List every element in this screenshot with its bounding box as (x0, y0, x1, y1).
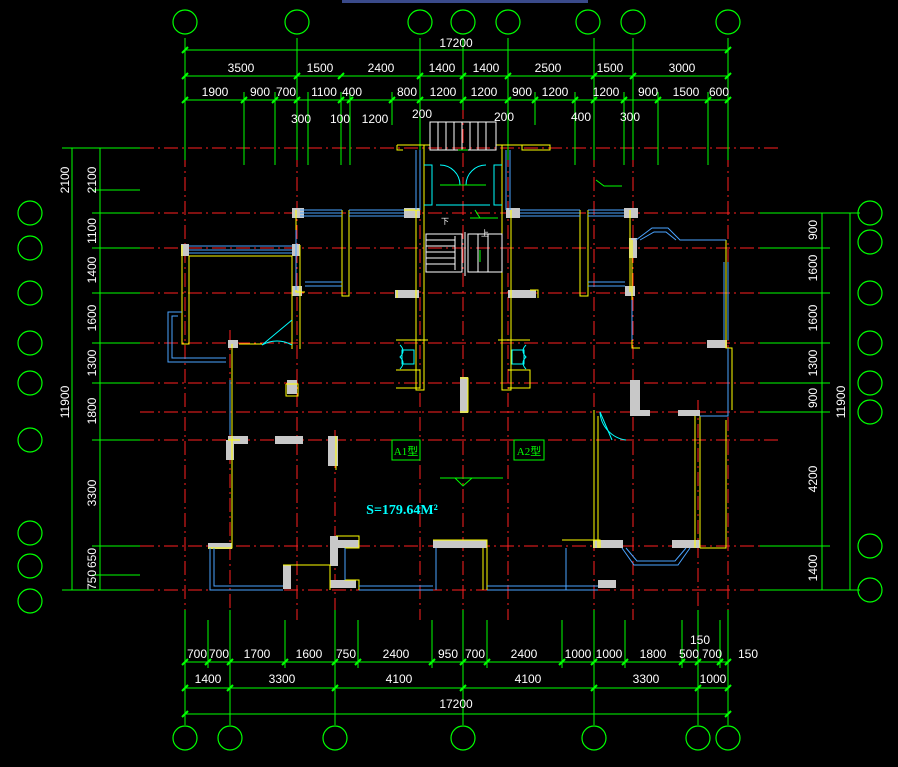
stair-core (261, 121, 627, 487)
bottom-dim-r2-13: 700 (702, 647, 722, 661)
bottom-dim-r2-1: 700 (209, 647, 229, 661)
top-dim-r1-5: 2500 (535, 61, 562, 75)
right-dim-3: 1300 (806, 349, 820, 376)
unit-a2-label: A2型 (517, 444, 541, 458)
top-dim-r2-8: 900 (512, 85, 532, 99)
left-dim-7: 3300 (85, 479, 99, 506)
bottom-dim-extra: 150 (690, 633, 710, 647)
top-dim-r2-11: 900 (638, 85, 658, 99)
stair-up-label: 上 (481, 229, 489, 238)
bottom-dim-r2-8: 2400 (511, 647, 538, 661)
bottom-dim-r1-2: 4100 (386, 672, 413, 686)
stair-down-label: 下 (441, 217, 449, 226)
left-dim-2: 1100 (85, 218, 99, 244)
left-dim-3: 1400 (85, 256, 99, 283)
windows (167, 150, 729, 591)
top-dim-r2-5: 800 (397, 85, 417, 99)
area-label: S=179.64M² (366, 503, 438, 518)
bottom-dim-r2-5: 2400 (383, 647, 410, 661)
right-dim-4: 900 (806, 388, 820, 408)
bottom-dim-r2-6: 950 (438, 647, 458, 661)
top-dim-r3-6: 300 (620, 110, 640, 124)
right-dim-1: 1600 (806, 254, 820, 281)
top-dim-r2-0: 1900 (202, 85, 229, 99)
top-dim-r1-6: 1500 (597, 61, 624, 75)
walls (181, 144, 733, 590)
bottom-dim-r2-12: 500 (679, 647, 699, 661)
bottom-dim-r1-0: 1400 (195, 672, 222, 686)
bottom-dim-r2-2: 1700 (244, 647, 271, 661)
bottom-dim-r2-4: 750 (336, 647, 356, 661)
bottom-dim-r2-11: 1800 (640, 647, 667, 661)
bottom-dimension-text: 150 700 700 1700 1600 750 2400 950 700 2… (187, 633, 758, 711)
right-dim-5: 4200 (806, 465, 820, 492)
right-dimension-text: 11900 900 1600 1600 1300 900 4200 1400 (806, 220, 848, 582)
top-dim-r1-1: 1500 (307, 61, 334, 75)
right-dim-6: 1400 (806, 554, 820, 581)
left-dim-9: 650 (85, 548, 99, 568)
left-dim-6: 1800 (85, 397, 99, 424)
top-dim-r3-4: 200 (494, 110, 514, 124)
bottom-dim-r2-7: 700 (465, 647, 485, 661)
left-dim-8: 750 (85, 570, 99, 590)
top-dim-r2-4: 400 (342, 85, 362, 99)
top-dim-r1-3: 1400 (429, 61, 456, 75)
top-dim-r1-7: 3000 (669, 61, 696, 75)
bottom-dim-r1-5: 1000 (700, 672, 727, 686)
top-dim-r2-13: 600 (709, 85, 729, 99)
top-dim-r1-2: 2400 (368, 61, 395, 75)
top-dim-r2-7: 1200 (471, 85, 498, 99)
bottom-dim-r2-10: 1000 (596, 647, 623, 661)
top-dim-r3-0: 300 (291, 112, 311, 126)
top-dim-r2-2: 700 (276, 85, 296, 99)
bottom-dim-r1-3: 4100 (515, 672, 542, 686)
left-dim-4: 1600 (85, 304, 99, 331)
top-dim-r1-4: 1400 (473, 61, 500, 75)
unit-labels: A1型 A2型 S=179.64M² 下 上 (366, 217, 545, 518)
top-dim-r2-9: 1200 (542, 85, 569, 99)
left-total-dim: 11900 (58, 385, 72, 418)
top-dim-r2-1: 900 (250, 85, 270, 99)
top-total-dim: 17200 (439, 36, 473, 50)
bottom-dim-r2-0: 700 (187, 647, 207, 661)
left-dim-5: 1300 (85, 349, 99, 376)
bottom-dim-r1-4: 3300 (633, 672, 660, 686)
bottom-dim-r1-1: 3300 (269, 672, 296, 686)
bottom-dim-r2-9: 1000 (565, 647, 592, 661)
top-dim-r2-12: 1500 (673, 85, 700, 99)
axis-bubbles (17, 9, 883, 751)
right-dim-2: 1600 (806, 304, 820, 331)
top-dim-r2-3: 1100 (311, 85, 337, 99)
left-dim-0: 2100 (58, 166, 72, 193)
top-dim-r1-0: 3500 (228, 61, 255, 75)
unit-a1-label: A1型 (394, 444, 418, 458)
top-dim-r2-6: 1200 (430, 85, 457, 99)
bottom-total-dim: 17200 (439, 697, 473, 711)
top-dim-r3-2: 1200 (362, 112, 389, 126)
top-dim-r3-3: 200 (412, 107, 432, 121)
right-dim-0: 900 (806, 220, 820, 240)
top-dim-r3-1: 100 (330, 112, 350, 126)
right-total-dim: 11900 (834, 385, 848, 418)
dimension-lines (62, 38, 860, 725)
top-dimension-text: 17200 3500 1500 2400 1400 1400 2500 1500… (202, 36, 730, 126)
top-dim-r3-5: 400 (571, 110, 591, 124)
top-dim-r2-10: 1200 (593, 85, 620, 99)
left-dimension-text: 11900 2100 2100 1100 1400 1600 1300 1800… (58, 166, 99, 590)
bottom-dim-r2-3: 1600 (296, 647, 323, 661)
left-dim-1: 2100 (85, 166, 99, 193)
bottom-dim-r2-14: 150 (738, 647, 758, 661)
